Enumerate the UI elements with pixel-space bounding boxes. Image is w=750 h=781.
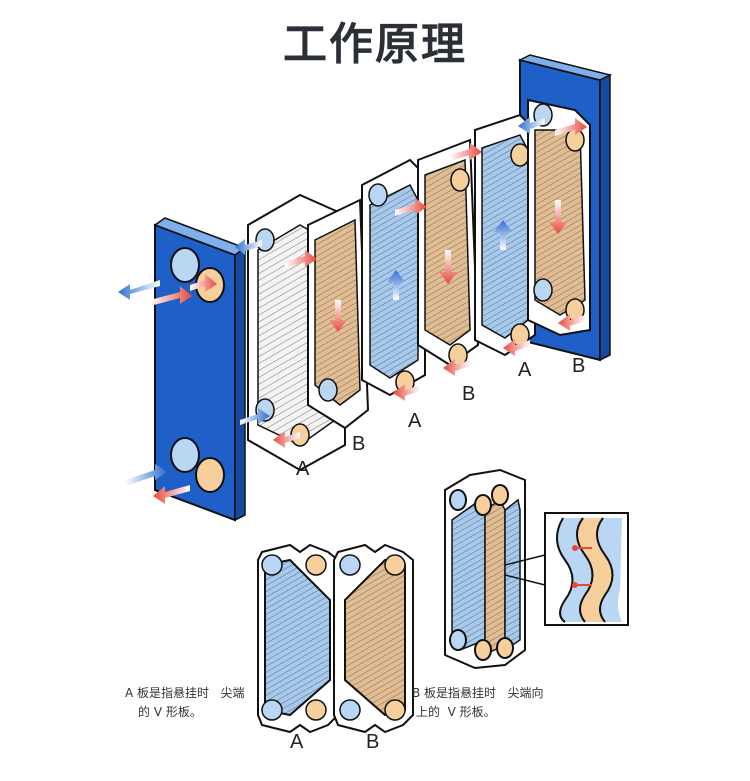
page-title: 工作原理 bbox=[283, 19, 467, 70]
plate-a-detail bbox=[257, 543, 339, 734]
stack-label: A bbox=[296, 458, 310, 480]
cold-arrow-icon bbox=[125, 464, 167, 486]
hot-arrow-icon bbox=[450, 143, 482, 161]
hot-arrow-icon bbox=[555, 118, 587, 136]
hot-arrow-icon bbox=[395, 198, 427, 216]
cold-arrow-icon bbox=[387, 270, 405, 300]
hot-arrow-icon bbox=[549, 200, 567, 234]
caption-b-line2: 上的 V 形板。 bbox=[416, 705, 496, 719]
hot-arrow-icon bbox=[285, 250, 317, 268]
plate-b-detail bbox=[333, 543, 414, 734]
hot-arrow-icon bbox=[558, 314, 585, 331]
hot-arrow-icon bbox=[329, 300, 347, 332]
caption-b-line1: B 板是指悬挂时 尖端向 bbox=[412, 686, 544, 700]
caption-a-line2: 的 V 形板。 bbox=[138, 705, 202, 719]
cold-arrow-icon bbox=[235, 239, 262, 255]
cold-arrow-icon bbox=[240, 408, 270, 425]
hot-arrow-icon bbox=[439, 250, 457, 284]
plate-pack-perspective bbox=[444, 468, 546, 670]
pressure-plate-left bbox=[153, 217, 247, 522]
hot-arrow-icon bbox=[273, 431, 300, 448]
stack-label: B bbox=[352, 433, 365, 455]
cold-arrow-icon bbox=[118, 280, 160, 300]
plate-stack bbox=[247, 98, 591, 472]
channel-detail-inset bbox=[544, 512, 629, 626]
stack-label: A bbox=[408, 410, 422, 432]
hot-arrow-icon bbox=[153, 485, 190, 504]
hot-arrow-icon bbox=[190, 274, 217, 292]
detail-label-b: B bbox=[366, 731, 379, 753]
hot-arrow-icon bbox=[503, 339, 530, 356]
stack-label: B bbox=[572, 355, 585, 377]
hot-arrow-icon bbox=[443, 359, 470, 376]
stack-label: B bbox=[462, 383, 475, 405]
stack-labels: A B A B A B bbox=[296, 355, 585, 480]
stack-label: A bbox=[518, 359, 532, 381]
hot-arrow-icon bbox=[393, 384, 420, 401]
detail-label-a: A bbox=[290, 731, 304, 753]
caption-a-line1: A 板是指悬挂时 尖端 bbox=[125, 686, 245, 700]
flow-arrows bbox=[118, 117, 587, 504]
cold-arrow-icon bbox=[518, 117, 545, 134]
hot-arrow-icon bbox=[150, 286, 192, 306]
cold-arrow-icon bbox=[494, 220, 512, 250]
